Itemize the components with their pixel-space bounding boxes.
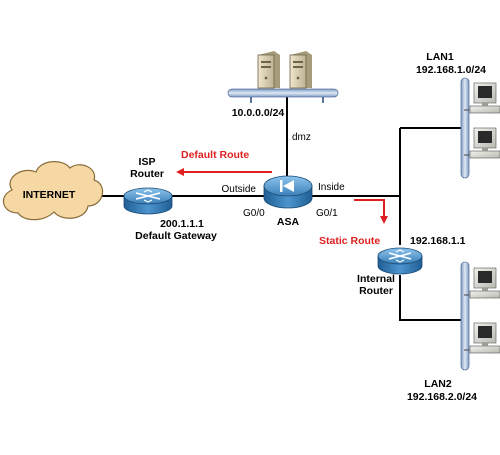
isp-ip-label: 200.1.1.1 xyxy=(160,218,204,230)
internet-cloud: INTERNET xyxy=(2,161,104,221)
static-route-label: Static Route xyxy=(319,235,380,247)
outside-interface-label: Outside xyxy=(222,184,257,195)
inside-interface-label: Inside xyxy=(318,182,345,193)
asa-firewall[interactable]: ASA xyxy=(263,175,313,228)
workstation-icon xyxy=(464,267,500,299)
lan2-segment: LAN2 192.168.2.0/24 xyxy=(407,261,500,403)
lan1-subnet-label: 192.168.1.0/24 xyxy=(416,64,486,76)
internal-router-label-line2: Router xyxy=(359,285,393,297)
lan2-bus xyxy=(460,261,470,371)
default-route-label: Default Route xyxy=(181,149,249,161)
isp-router-label-line1: ISP xyxy=(139,156,156,168)
router-icon xyxy=(377,247,423,275)
router-icon xyxy=(123,187,173,215)
asa-firewall-icon xyxy=(263,175,313,209)
internet-label: INTERNET xyxy=(23,189,76,201)
route-arrows xyxy=(176,168,388,224)
internal-ip-label: 192.168.1.1 xyxy=(410,235,466,247)
lan2-name-label: LAN2 xyxy=(424,378,452,390)
server-icon xyxy=(289,51,312,89)
dmz-label: dmz xyxy=(292,132,311,143)
internal-router-label-line1: Internal xyxy=(357,273,395,285)
dmz-subnet-label: 10.0.0.0/24 xyxy=(232,107,285,119)
lan2-subnet-label: 192.168.2.0/24 xyxy=(407,391,477,403)
isp-router-label-line2: Router xyxy=(130,168,164,180)
lan1-name-label: LAN1 xyxy=(426,51,454,63)
g0-1-interface-label: G0/1 xyxy=(316,208,338,219)
asa-label: ASA xyxy=(277,216,300,228)
internal-router[interactable]: Internal Router xyxy=(357,247,423,297)
lan1-bus xyxy=(460,77,470,179)
dmz-bus xyxy=(227,88,339,98)
links xyxy=(93,96,465,321)
workstation-icon xyxy=(464,127,500,159)
workstation-icon xyxy=(464,82,500,114)
static-route-arrow xyxy=(354,199,388,224)
dmz-segment: 10.0.0.0/24 xyxy=(227,51,339,119)
link-internal-router-lan2 xyxy=(399,275,465,321)
server-icon xyxy=(257,51,280,89)
isp-router[interactable]: ISP Router xyxy=(123,156,173,215)
cloud-icon xyxy=(2,161,104,221)
lan1-segment: LAN1 192.168.1.0/24 xyxy=(416,51,500,179)
default-gateway-label: Default Gateway xyxy=(135,230,217,242)
workstation-icon xyxy=(464,322,500,354)
g0-0-interface-label: G0/0 xyxy=(243,208,265,219)
